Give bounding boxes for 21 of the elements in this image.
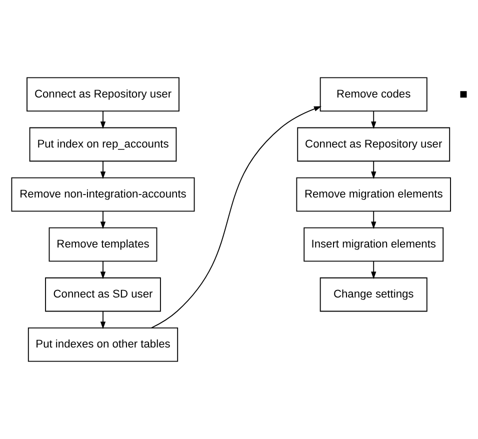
arrow (100, 110, 106, 129)
node-box: Put indexes on other tables (28, 327, 178, 362)
node-box: Connect as SD user (45, 277, 161, 312)
node-box (460, 91, 467, 98)
node-box: Put index on rep_accounts (29, 127, 177, 162)
node-box: Connect as Repository user (297, 127, 450, 162)
arrow (100, 260, 106, 280)
arrow (371, 210, 376, 230)
arrow (371, 110, 376, 129)
node-box: Remove codes (320, 77, 428, 112)
arrow (371, 160, 376, 179)
arrow (100, 310, 106, 330)
node-box: Remove templates (48, 227, 158, 262)
node-box: Remove non-integration-accounts (11, 177, 195, 212)
arrow (100, 160, 106, 179)
node-box: Connect as Repository user (26, 77, 180, 112)
node-box: Change settings (320, 277, 428, 312)
arrow (371, 260, 376, 280)
node-box: Insert migration elements (304, 227, 444, 262)
node-box: Remove migration elements (296, 177, 451, 212)
arrow (100, 210, 106, 230)
